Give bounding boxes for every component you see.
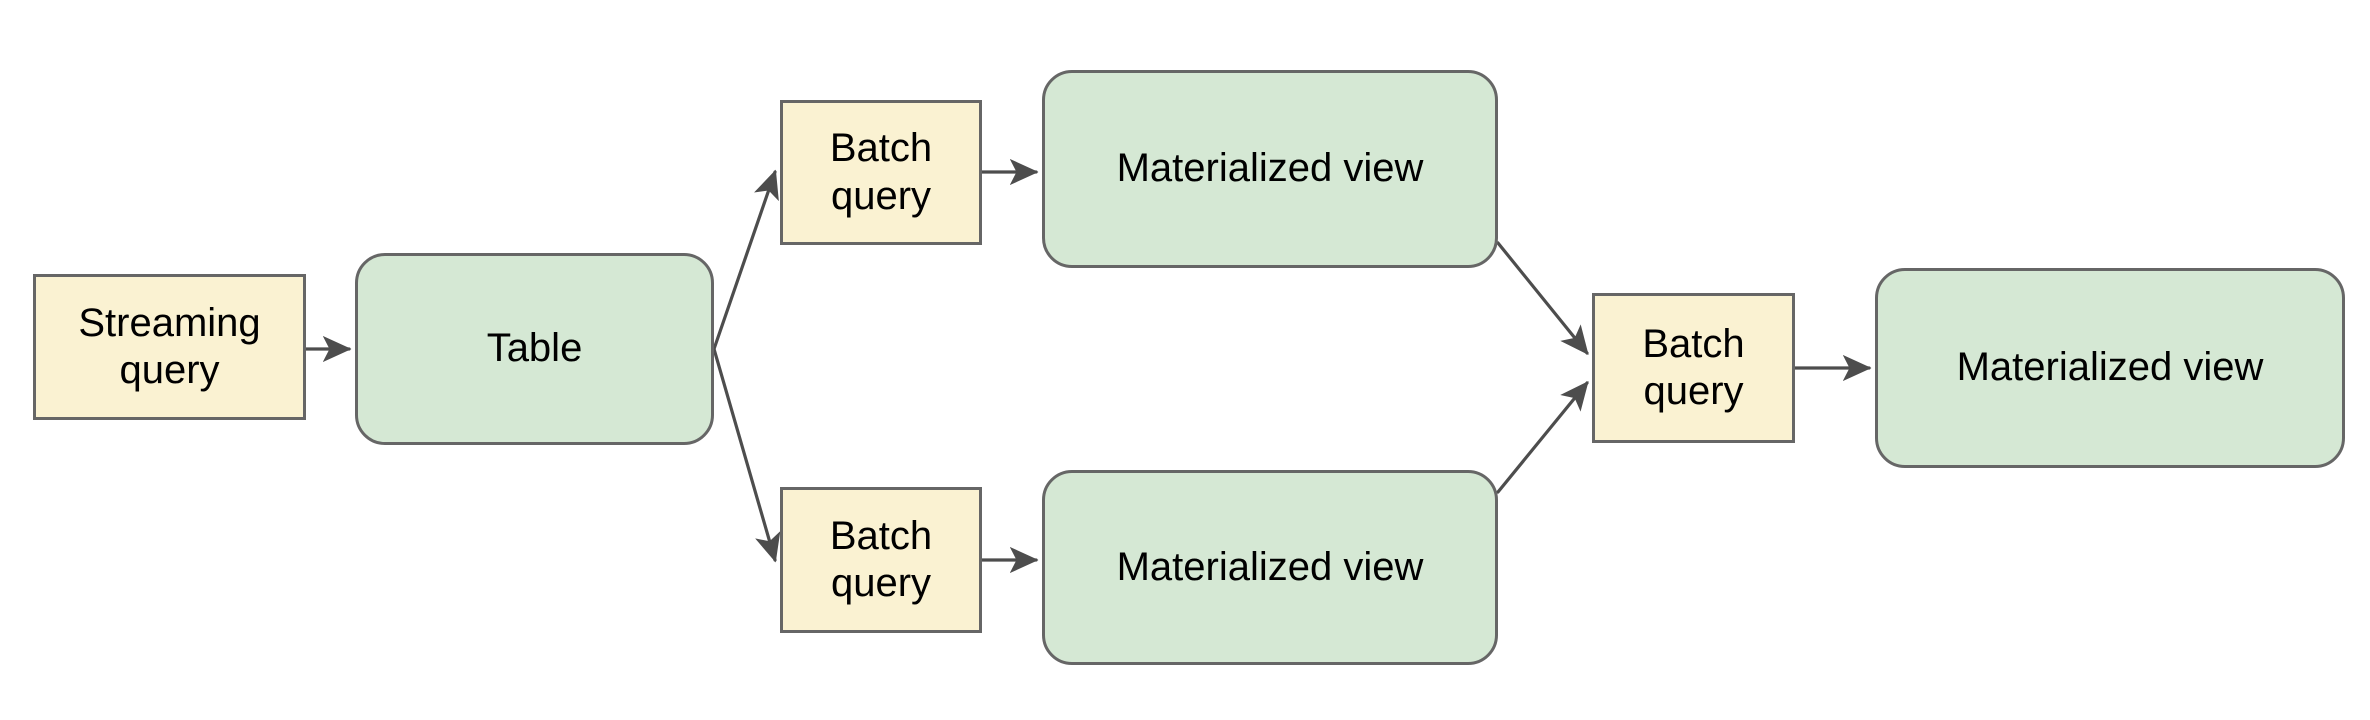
node-materialized-view-bottom[interactable]: Materialized view (1042, 470, 1498, 665)
node-batch-query-bottom[interactable]: Batch query (780, 487, 982, 633)
node-materialized-view-bottom-label: Materialized view (1116, 544, 1424, 589)
node-table[interactable]: Table (355, 253, 714, 445)
node-batch-query-top-label: Batch query (829, 126, 933, 218)
node-batch-query-top[interactable]: Batch query (780, 100, 982, 245)
node-materialized-view-top-label: Materialized view (1116, 146, 1424, 191)
edge-materialized-view-top-to-batch-query-center (1496, 241, 1589, 355)
node-batch-query-center-label: Batch query (1642, 321, 1745, 413)
node-batch-query-center[interactable]: Batch query (1592, 293, 1795, 443)
node-table-label: Table (486, 326, 583, 371)
node-materialized-view-right[interactable]: Materialized view (1875, 268, 2345, 468)
node-streaming-query[interactable]: Streaming query (33, 274, 306, 420)
node-batch-query-bottom-label: Batch query (829, 513, 933, 605)
node-materialized-view-top[interactable]: Materialized view (1042, 70, 1498, 268)
edge-table-to-batch-query-top (712, 169, 779, 351)
edge-table-to-batch-query-bottom (712, 347, 781, 563)
edge-materialized-view-bottom-to-batch-query-center (1496, 381, 1589, 494)
node-streaming-query-label: Streaming query (78, 300, 261, 392)
node-materialized-view-right-label: Materialized view (1956, 345, 2264, 390)
